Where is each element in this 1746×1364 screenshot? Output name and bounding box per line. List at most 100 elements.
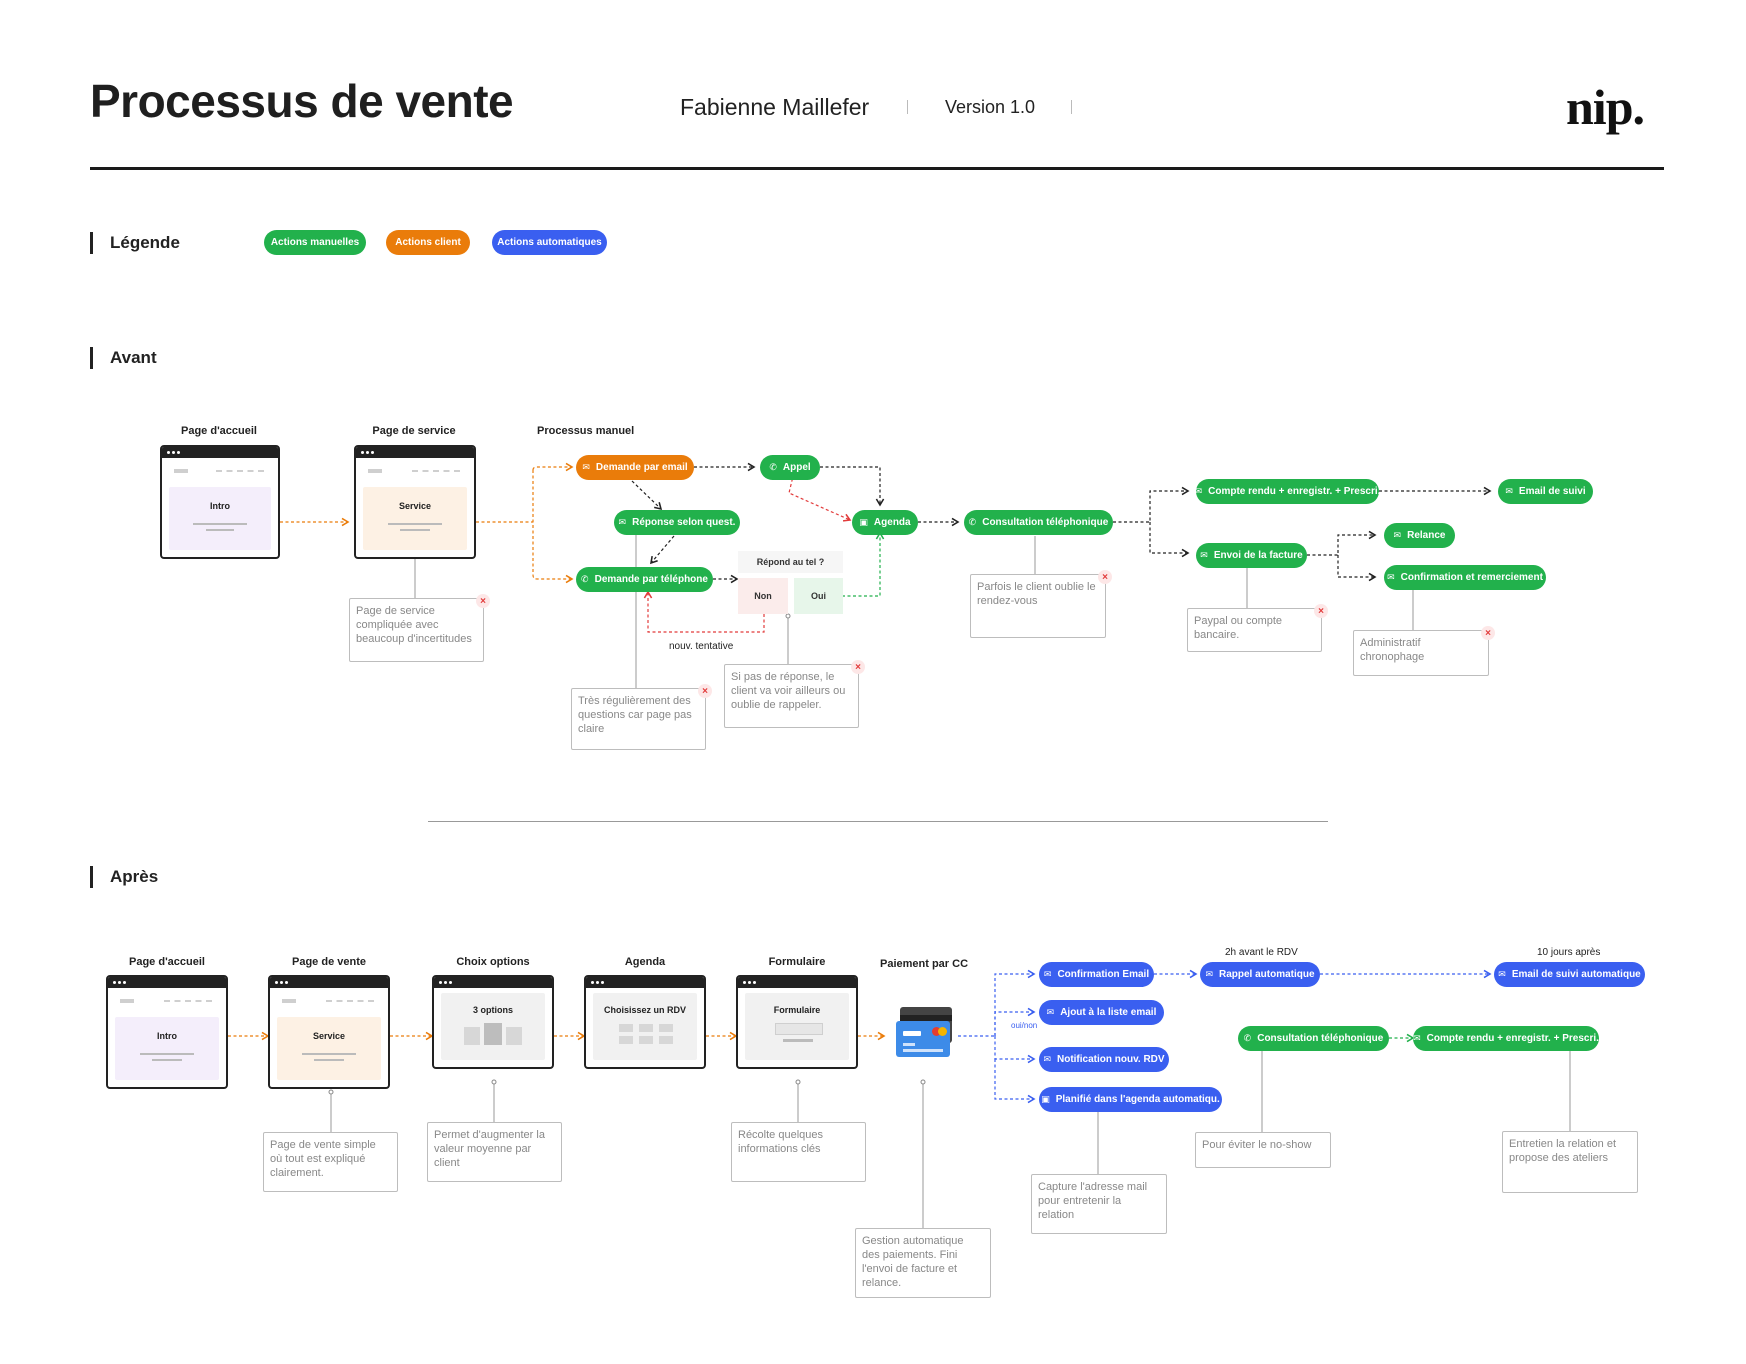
mail-icon: ✉ (1505, 486, 1513, 496)
mail-icon: ✉ (1043, 1054, 1051, 1064)
mockup-text: Intro (210, 501, 230, 511)
note-paypal: Paypal ou compte bancaire. (1187, 608, 1322, 652)
note-no-answer: Si pas de réponse, le client va voir ail… (724, 664, 859, 728)
header-divider (1071, 100, 1072, 114)
webpage-mockup-formulaire: Formulaire (736, 975, 858, 1069)
section-marker (90, 347, 93, 369)
timing-after: 10 jours après (1537, 947, 1601, 958)
calendar-icon: ▣ (1041, 1094, 1050, 1104)
note-form: Récolte quelques informations clés (731, 1122, 866, 1182)
decision-yes: Oui (794, 578, 843, 614)
credit-card-icon (896, 1007, 956, 1061)
node-demande-email: ✉Demande par email (576, 455, 694, 480)
page-label: Agenda (624, 956, 666, 968)
webpage-mockup-options: 3 options (432, 975, 554, 1069)
timing-before: 2h avant le RDV (1225, 947, 1298, 958)
note-forget: Parfois le client oublie le rendez-vous (970, 574, 1106, 638)
problem-x-icon: × (698, 684, 712, 698)
page-label: Choix options (456, 956, 530, 968)
node-facture: ✉Envoi de la facture (1196, 543, 1307, 568)
author-name: Fabienne Maillefer (680, 94, 870, 120)
brand-logo: nip. (1566, 79, 1645, 135)
legend-auto: Actions automatiques (492, 230, 607, 255)
note-service: Page de service compliquée avec beaucoup… (349, 598, 484, 662)
node-compte-rendu: ✉Compte rendu + enregistr. + Prescri. (1413, 1026, 1599, 1051)
mockup-text: Formulaire (773, 1005, 821, 1015)
payment-label: Paiement par CC (880, 958, 969, 970)
problem-x-icon: × (1481, 626, 1495, 640)
page-label: Page de vente (292, 956, 366, 968)
mail-icon: ✉ (1413, 1033, 1421, 1043)
node-consultation: ✆Consultation téléphonique (1238, 1026, 1389, 1051)
decision-question: Répond au tel ? (738, 551, 843, 573)
note-capture: Capture l'adresse mail pour entretenir l… (1031, 1174, 1167, 1234)
mail-icon: ✉ (1387, 572, 1395, 582)
process-label: Processus manuel (537, 425, 635, 437)
node-confirmation: ✉Confirmation et remerciement (1384, 565, 1546, 590)
mockup-text: Choisissez un RDV (603, 1005, 686, 1015)
legend-title: Légende (110, 233, 180, 252)
header-rule (90, 167, 1664, 170)
node-agenda: ▣Agenda (852, 510, 918, 535)
section-title-avant: Avant (110, 348, 157, 367)
page-label: Page d'accueil (181, 425, 257, 437)
header-divider (907, 100, 908, 114)
mail-icon: ✉ (1498, 969, 1506, 979)
ouinon-label: oui/non (1011, 1021, 1038, 1030)
mockup-text: Service (398, 501, 432, 511)
page-label: Page d'accueil (129, 956, 205, 968)
node-liste-email: ✉Ajout à la liste email (1039, 1000, 1164, 1025)
mail-icon: ✉ (1205, 969, 1213, 979)
note-relation: Entretien la relation et propose des ate… (1502, 1131, 1638, 1193)
problem-x-icon: × (476, 594, 490, 608)
retry-label: nouv. tentative (669, 641, 734, 652)
node-appel: ✆Appel (760, 455, 820, 480)
section-marker (90, 866, 93, 888)
webpage-mockup-vente: Service (268, 975, 390, 1089)
mockup-text: Intro (157, 1031, 177, 1041)
page-label: Page de service (372, 425, 456, 437)
webpage-mockup-accueil: Intro (106, 975, 228, 1089)
section-title-apres: Après (110, 867, 159, 886)
node-reponse: ✉Réponse selon quest. (614, 510, 740, 535)
page-label: Formulaire (768, 956, 826, 968)
note-admin: Administratif chronophage (1353, 630, 1489, 676)
node-relance: ✉Relance (1384, 523, 1455, 548)
mockup-text: 3 options (473, 1005, 513, 1015)
node-demande-tel: ✆Demande par téléphone (576, 567, 713, 592)
webpage-mockup-accueil: Intro (160, 445, 280, 559)
problem-x-icon: × (1314, 604, 1328, 618)
note-options: Permet d'augmenter la valeur moyenne par… (427, 1122, 562, 1182)
mail-icon: ✉ (582, 462, 590, 472)
node-confirmation-email: ✉Confirmation Email (1039, 962, 1154, 987)
mail-icon: ✉ (1194, 486, 1203, 496)
decision-no: Non (738, 578, 788, 614)
mail-icon: ✉ (1046, 1007, 1055, 1017)
mockup-text: Service (312, 1031, 346, 1041)
version-label: Version 1.0 (945, 97, 1036, 117)
node-planifie: ▣Planifié dans l'agenda automatiqu. (1039, 1087, 1222, 1112)
problem-x-icon: × (851, 660, 865, 674)
section-marker (90, 232, 93, 254)
mail-icon: ✉ (618, 517, 627, 527)
node-rappel-auto: ✉Rappel automatique (1200, 962, 1320, 987)
mail-icon: ✉ (1393, 530, 1402, 540)
phone-icon: ✆ (581, 574, 589, 584)
webpage-mockup-service: Service (354, 445, 476, 559)
node-suivi-auto: ✉Email de suivi automatique (1494, 962, 1645, 987)
note-questions: Très régulièrement des questions car pag… (571, 688, 706, 750)
calendar-icon: ▣ (859, 517, 868, 527)
note-vente: Page de vente simple où tout est expliqu… (263, 1132, 398, 1192)
node-compte-rendu: ✉Compte rendu + enregistr. + Prescri. (1194, 479, 1380, 504)
webpage-mockup-agenda: Choisissez un RDV (584, 975, 706, 1069)
problem-x-icon: × (1098, 570, 1112, 584)
legend-client: Actions client (386, 230, 470, 255)
legend-manual: Actions manuelles (264, 230, 366, 255)
note-payment: Gestion automatique des paiements. Fini … (855, 1228, 991, 1298)
mail-icon: ✉ (1200, 550, 1208, 560)
page-title: Processus de vente (90, 75, 514, 127)
phone-icon: ✆ (968, 517, 977, 527)
node-email-suivi: ✉Email de suivi (1498, 479, 1593, 504)
node-consultation: ✆Consultation téléphonique (964, 510, 1113, 535)
